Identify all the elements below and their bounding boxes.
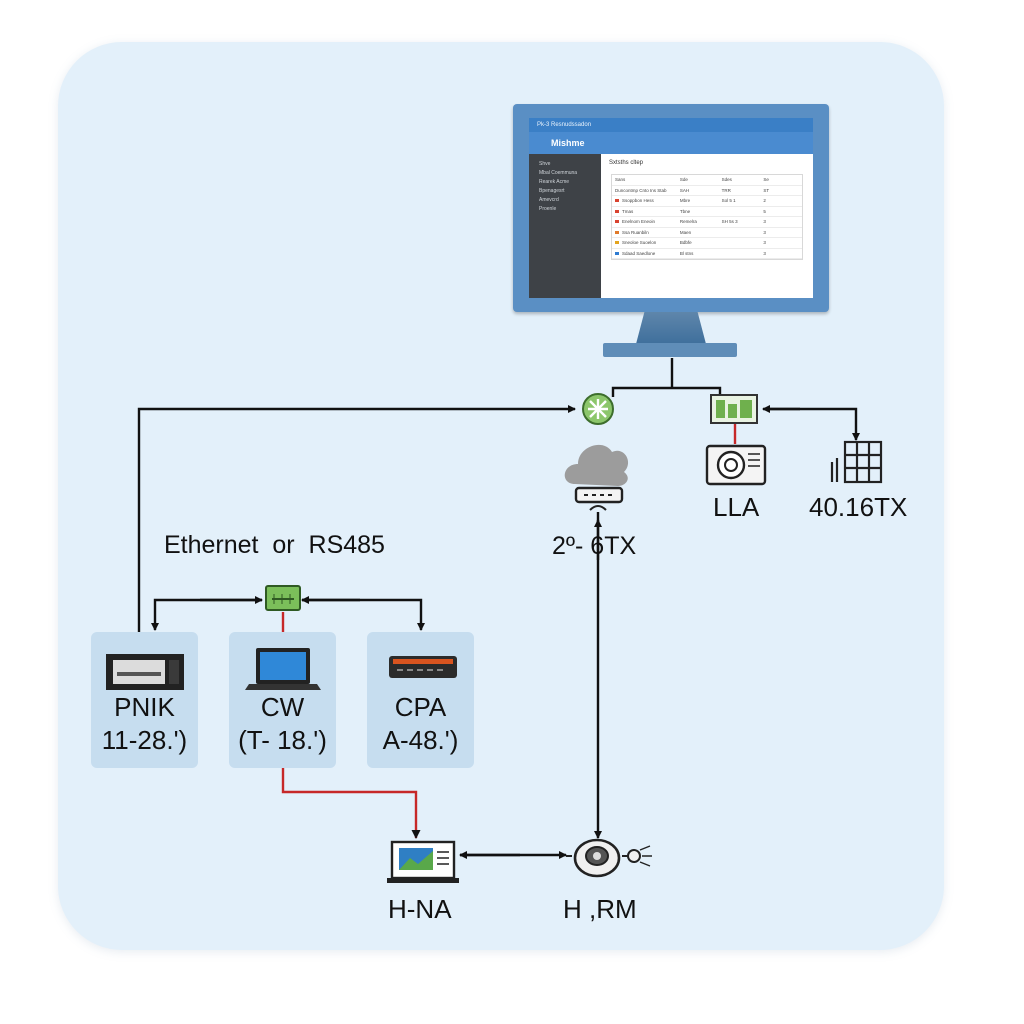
device-name: CW xyxy=(260,692,305,722)
table-row[interactable]: Sdaad Saedlone Bl stns 3 xyxy=(612,249,802,259)
cloud-icon xyxy=(564,444,629,486)
device-switch-icon xyxy=(265,585,301,611)
monitor-stand-base xyxy=(603,343,737,357)
device-spec: 11-28.') xyxy=(101,725,188,755)
bottom-monitor-icon xyxy=(387,840,459,883)
table-cell: Ssa Ruanbiln xyxy=(612,228,677,238)
main-heading: Sxtsths cltep xyxy=(609,160,644,166)
device-card-pnik[interactable]: PNIK 11-28.') xyxy=(91,632,198,768)
device-spec: A-48.') xyxy=(382,725,459,755)
table-cell xyxy=(719,228,761,238)
device-card-cw[interactable]: CW (T- 18.') xyxy=(229,632,336,768)
status-dot-icon xyxy=(615,220,619,224)
table-row[interactable]: Sneoloe Suoelon Bdbfe 3 xyxy=(612,238,802,249)
device-card-cpa[interactable]: CPA A-48.') xyxy=(367,632,474,768)
sidebar-item[interactable]: Shve xyxy=(539,161,551,167)
sidebar-item[interactable]: Bpenagesrt xyxy=(539,188,565,194)
table-cell: 2 xyxy=(763,198,766,203)
wire-alert-bottom xyxy=(281,768,421,839)
table-header: Sdes xyxy=(721,177,732,182)
status-dot-icon xyxy=(615,199,619,203)
table-cell: Bdbfe xyxy=(679,240,692,245)
table-cell xyxy=(719,207,761,217)
cloud-device-icon xyxy=(574,486,624,511)
table-cell: Sol 5 1 xyxy=(721,198,736,203)
status-dot-icon xyxy=(615,251,619,255)
table-cell: Maen xyxy=(679,229,692,235)
rack-grid-icon xyxy=(830,440,883,484)
switch-panel-icon xyxy=(710,394,758,424)
table-cell xyxy=(719,249,761,259)
wire-bus-left xyxy=(137,405,576,632)
table-cell: ST xyxy=(763,187,770,193)
monitor-screen: Pk-3 Resnudssadon Mishme Shve Mbal Coemm… xyxy=(529,118,813,298)
screen-main: Sxtsths cltep Sans Sde Sdes Se Duncontmp… xyxy=(601,154,813,298)
camera-icon xyxy=(705,444,767,486)
sidebar-item[interactable]: Proenle xyxy=(539,206,557,212)
device-name: PNIK xyxy=(114,692,175,722)
status-dot-icon xyxy=(615,241,619,245)
table-cell: Mbre xyxy=(679,198,691,203)
table-row[interactable]: Duncontmp Cnto Ins Stab SAH TRR ST xyxy=(612,186,802,196)
table-cell: Bl stns xyxy=(679,250,694,256)
table-cell: 3 xyxy=(763,229,766,235)
table-cell: 5 xyxy=(763,208,766,214)
table-cell: 3 xyxy=(763,250,766,256)
table-cell: SH 5s 3 xyxy=(721,219,738,224)
table-row[interactable]: Enelnom Eneoin Remelra SH 5s 3 3 xyxy=(612,217,802,228)
wire-monitor-branch xyxy=(611,386,722,397)
table-cell: Ssoppbon Hess xyxy=(612,196,677,206)
table-cell: TRR xyxy=(721,187,731,193)
monitor-stand-neck xyxy=(636,312,706,344)
screen-title-bar: Pk-3 Resnudssadon xyxy=(529,118,813,132)
table-header-row: Sans Sde Sdes Se xyxy=(612,175,802,186)
table-cell: Tmas xyxy=(612,207,677,217)
bottom-camera-icon xyxy=(566,838,652,878)
table-header: Sans xyxy=(615,177,626,182)
router-icon xyxy=(582,393,614,425)
table-cell: Enelnom Eneoin xyxy=(612,217,677,227)
sidebar-item[interactable]: Mbal Coemmuna xyxy=(539,170,578,176)
network-switch-icon xyxy=(389,656,457,678)
status-dot-icon xyxy=(615,209,619,213)
table-header: Se xyxy=(763,177,769,182)
screen-app-name: Mishme xyxy=(529,132,813,154)
bottom-camera-label: H ,RM xyxy=(563,894,637,924)
device-name: CPA xyxy=(394,692,447,722)
server-unit-icon xyxy=(106,654,184,690)
main-monitor: Pk-3 Resnudssadon Mishme Shve Mbal Coemm… xyxy=(513,104,829,312)
table-row[interactable]: Ssa Ruanbiln Maen 3 xyxy=(612,228,802,238)
cloud-device-label: 2º- 6TX xyxy=(552,532,637,560)
sidebar-item[interactable]: Amevcrd xyxy=(539,197,559,203)
table-row[interactable]: Tmas Tbne 5 xyxy=(612,207,802,217)
sidebar-item[interactable]: Rearek Acme xyxy=(539,179,570,185)
device-spec: (T- 18.') xyxy=(238,725,327,755)
table-cell: Sneoloe Suoelon xyxy=(612,238,677,248)
status-dot-icon xyxy=(615,230,619,234)
bottom-monitor-label: H-NA xyxy=(388,894,452,924)
table-cell: 3 xyxy=(763,240,766,245)
table-header: Sde xyxy=(679,177,688,182)
camera-label: LLA xyxy=(713,492,760,522)
table-cell: SAH xyxy=(679,187,690,193)
table-cell: Sdaad Saedlone xyxy=(612,249,677,259)
table-row[interactable]: Ssoppbon Hess Mbre Sol 5 1 2 xyxy=(612,196,802,207)
table-cell: Remelra xyxy=(679,219,697,224)
wire-bus-devices-right xyxy=(302,598,425,631)
table-cell xyxy=(719,238,761,248)
table-cell: 3 xyxy=(763,219,766,224)
rack-device-label: 40.16TX xyxy=(809,492,908,522)
network-caption: Ethernet or RS485 xyxy=(164,531,385,559)
laptop-icon xyxy=(245,648,321,690)
wire-switch-rack xyxy=(767,407,860,441)
table-cell: Tbne xyxy=(679,208,691,214)
screen-sidebar: Shve Mbal Coemmuna Rearek Acme Bpenagesr… xyxy=(529,154,601,298)
wire-bus-devices-left xyxy=(151,598,262,631)
table-cell: Duncontmp Cnto Ins Stab xyxy=(615,187,667,193)
status-table: Sans Sde Sdes Se Duncontmp Cnto Ins Stab… xyxy=(611,174,803,260)
